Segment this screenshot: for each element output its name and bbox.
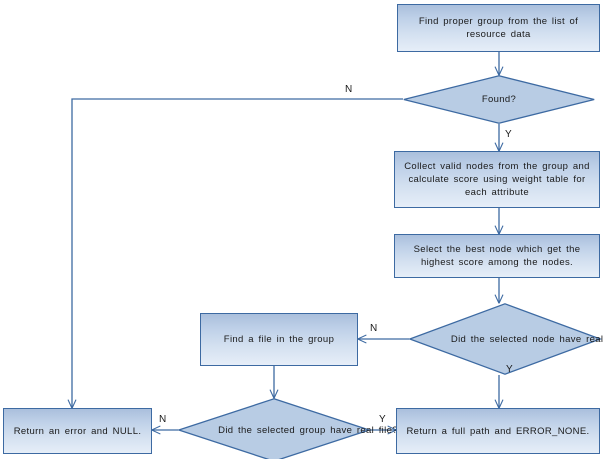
- edge-label-group-file-no: N: [159, 414, 167, 425]
- edge-label-node-file-no: N: [370, 323, 378, 334]
- edge-label-node-file-yes: Y: [506, 364, 513, 375]
- edge-label-group-file-yes: Y: [379, 414, 386, 425]
- diamond-shape: [407, 303, 603, 375]
- node-found-decision[interactable]: Found?: [403, 75, 595, 124]
- node-find-file-label: Find a file in the group: [223, 334, 335, 345]
- edge-label-found-no: N: [345, 84, 353, 95]
- diamond-shape: [403, 75, 595, 124]
- edge-label-found-yes: Y: [505, 129, 512, 140]
- node-return-path-label: Return a full path and ERROR_NONE.: [406, 425, 590, 437]
- node-collect-nodes-label: Collect valid nodes from the group and c…: [404, 161, 590, 198]
- node-collect-nodes[interactable]: Collect valid nodes from the group and c…: [394, 151, 600, 208]
- node-return-path[interactable]: Return a full path and ERROR_NONE.: [396, 408, 600, 454]
- node-return-error[interactable]: Return an error and NULL.: [3, 408, 152, 454]
- node-node-real-file-decision[interactable]: Did the selected node have real file?: [407, 303, 604, 375]
- diamond-shape: [176, 398, 372, 459]
- node-return-error-label: Return an error and NULL.: [13, 425, 142, 437]
- node-find-group[interactable]: Find proper group from the list of resou…: [397, 4, 600, 52]
- node-find-file[interactable]: Find a file in the group: [200, 313, 358, 366]
- node-group-real-file-decision[interactable]: Did the selected group have real file?: [176, 398, 398, 459]
- node-select-best[interactable]: Select the best node which get the highe…: [394, 234, 600, 278]
- node-select-best-label: Select the best node which get the highe…: [413, 244, 581, 268]
- node-find-group-label: Find proper group from the list of resou…: [418, 16, 579, 40]
